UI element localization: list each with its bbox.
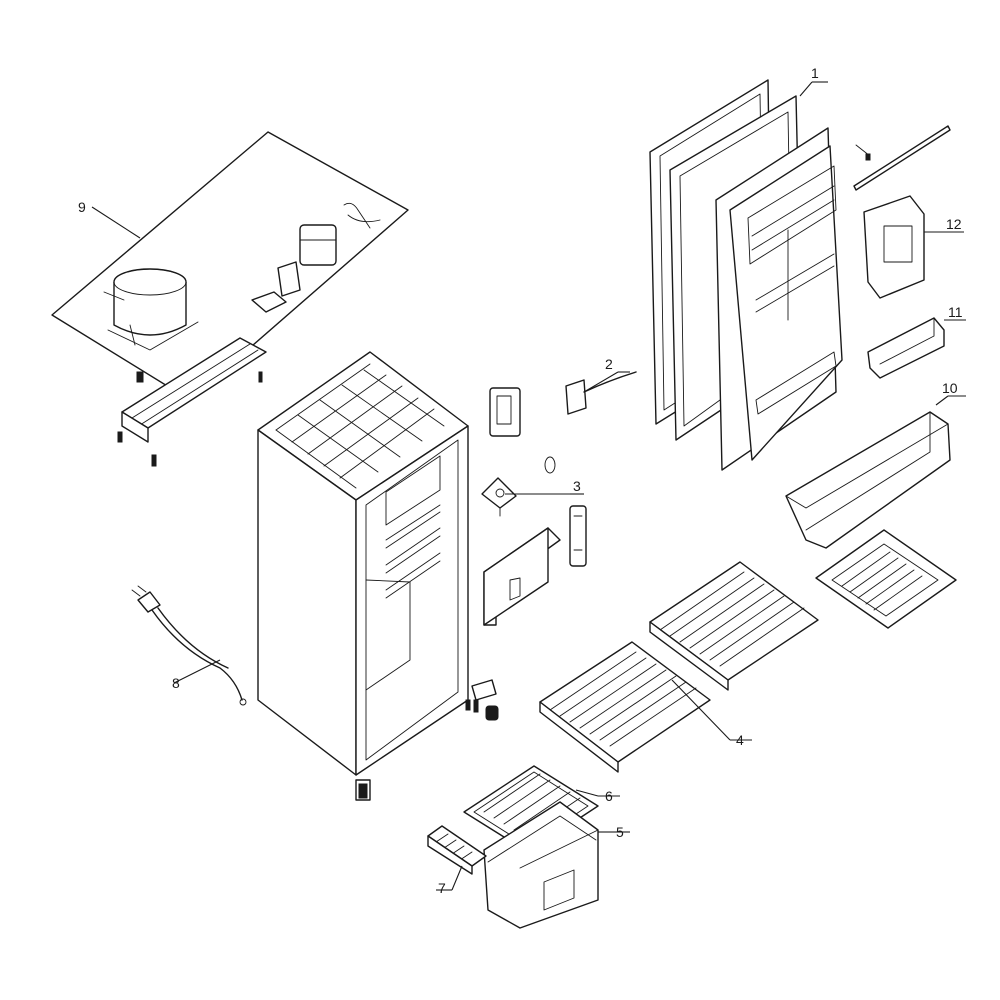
crisper-frame	[815, 529, 957, 629]
callout-5: 5	[616, 824, 624, 840]
callout-4: 4	[736, 732, 744, 748]
wire-shelves	[539, 561, 819, 773]
fridge-cabinet	[257, 351, 469, 801]
thermostat-lamp-parts	[481, 371, 637, 626]
hinge-parts	[465, 679, 499, 721]
callout-7: 7	[438, 880, 446, 896]
callout-2: 2	[605, 356, 613, 372]
ice-tray	[427, 825, 487, 875]
small-door-shelf	[867, 317, 945, 379]
callout-8: 8	[172, 675, 180, 691]
top-bracket	[863, 195, 925, 299]
door-assembly	[649, 79, 951, 471]
callout-9: 9	[78, 199, 86, 215]
door-bottle-shelf	[785, 411, 951, 549]
callout-6: 6	[605, 788, 613, 804]
compressor-assembly	[51, 131, 409, 467]
crisper-drawer	[483, 801, 599, 929]
callout-1: 1	[811, 65, 819, 81]
callout-3: 3	[573, 478, 581, 494]
callout-11: 11	[948, 304, 963, 320]
callout-12: 12	[946, 216, 962, 232]
power-cord	[131, 585, 247, 706]
callout-10: 10	[942, 380, 958, 396]
